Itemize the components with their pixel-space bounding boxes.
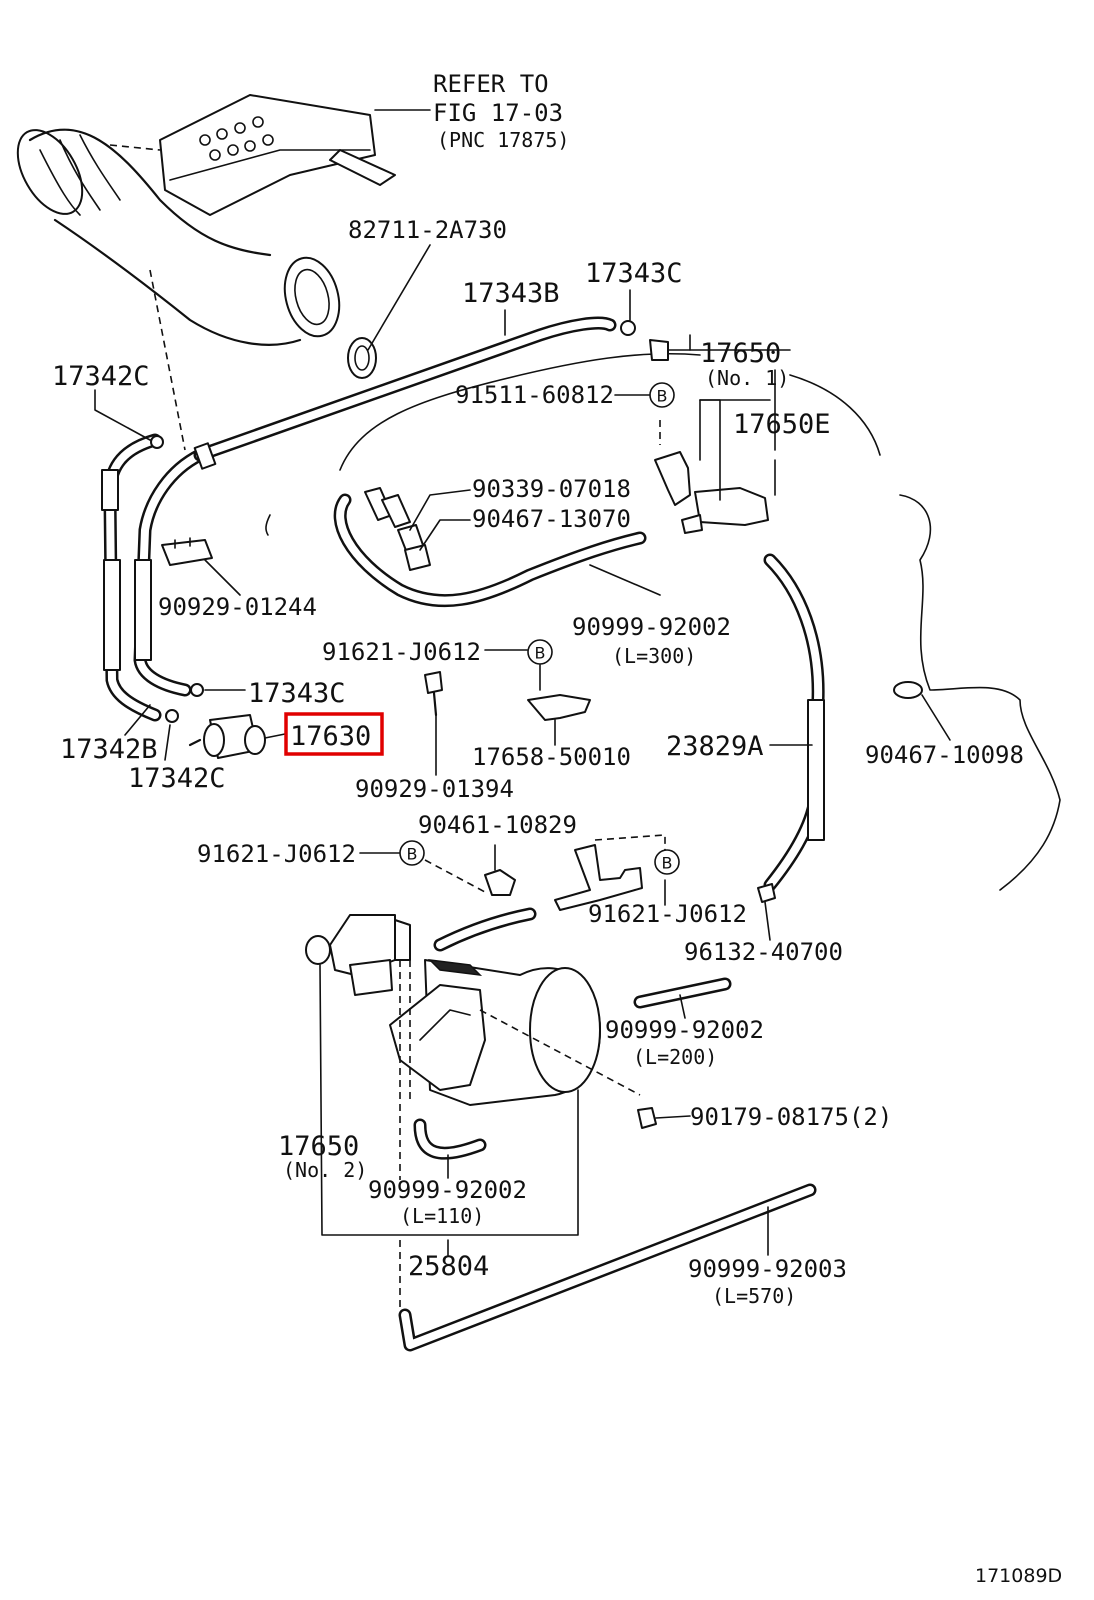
label-82711-2a730: 82711-2A730 (348, 216, 507, 244)
label-17343b: 17343B (462, 278, 560, 309)
label-17343c-mid: 17343C (248, 678, 346, 709)
bracket-90929-01244 (161, 537, 241, 596)
label-91621-j0612-a: 91621-J0612 (322, 638, 481, 666)
highlight-box-17630 (284, 712, 384, 756)
label-17343c-top: 17343C (585, 258, 683, 289)
label-17650-no2: (No. 2) (283, 1158, 367, 1182)
label-90467-10098: 90467-10098 (865, 741, 1024, 769)
clip-90467-10098 (893, 681, 951, 741)
clamp-90339-90467 (364, 487, 471, 571)
figure-number: 171089D (975, 1565, 1062, 1587)
vsv-17650-no1 (649, 334, 791, 534)
label-17650: 17650 (700, 338, 781, 369)
label-90999-92002-l110-len: (L=110) (400, 1204, 484, 1228)
hose-90999-l110 (413, 1118, 487, 1179)
hose-90999-l200 (633, 977, 732, 1019)
callout-b-2-letter: B (535, 644, 546, 663)
callout-b-4-letter: B (662, 854, 673, 873)
dashed-leaders (399, 960, 641, 1310)
hose-90999-l300 (333, 493, 661, 608)
label-90999-92002-l200-len: (L=200) (633, 1045, 717, 1069)
hose-23829a (757, 553, 825, 941)
label-90999-92003-l570-len: (L=570) (712, 1284, 796, 1308)
label-90929-01394: 90929-01394 (355, 775, 514, 803)
label-90999-92002-l200: 90999-92002 (605, 1016, 764, 1044)
callout-b-1-letter: B (657, 387, 668, 406)
callout-b-3-letter: B (407, 845, 418, 864)
part-labels: REFER TO FIG 17-03 (PNC 17875) 82711-2A7… (52, 70, 1062, 1587)
air-cleaner-lid (109, 94, 396, 451)
label-90999-92002-l110: 90999-92002 (368, 1176, 527, 1204)
label-17650e: 17650E (733, 409, 831, 440)
callout-b-3: B (399, 840, 425, 866)
label-17342c-bot: 17342C (128, 763, 226, 794)
refer-note-line1: REFER TO (433, 70, 549, 98)
refer-note-line2: FIG 17-03 (433, 99, 563, 127)
label-17658-50010: 17658-50010 (472, 743, 631, 771)
label-91621-j0612-c: 91621-J0612 (588, 900, 747, 928)
callout-b-4: B (654, 849, 680, 875)
label-90929-01244: 90929-01244 (158, 593, 317, 621)
label-17342c-top: 17342C (52, 361, 150, 392)
clip-90179 (637, 1107, 691, 1129)
air-intake-duct (16, 128, 341, 346)
hose-90999-l570 (398, 1183, 817, 1352)
label-17630: 17630 (290, 721, 371, 752)
callout-b-2: B (527, 639, 553, 665)
bracket-17658 (527, 664, 591, 746)
bolt-90929-01394 (424, 671, 443, 776)
label-91621-j0612-b: 91621-J0612 (197, 840, 356, 868)
refer-note-line3: (PNC 17875) (437, 128, 569, 152)
vsv-17630 (188, 714, 286, 759)
label-23829a: 23829A (666, 731, 764, 762)
label-90999-92002-l300-len: (L=300) (612, 644, 696, 668)
grommet-82711 (347, 244, 431, 379)
label-90461-10829: 90461-10829 (418, 811, 577, 839)
label-90467-13070: 90467-13070 (472, 505, 631, 533)
hose-clips (150, 320, 636, 723)
callout-b-1: B (649, 382, 675, 408)
label-17650-2: 17650 (278, 1131, 359, 1162)
label-90339-07018: 90339-07018 (472, 475, 631, 503)
label-17650-no1: (No. 1) (705, 366, 789, 390)
vacuum-hoses-left (101, 433, 207, 722)
vacuum-tube-17343b (193, 316, 617, 470)
label-91511-60812: 91511-60812 (455, 381, 614, 409)
label-90999-92003-l570: 90999-92003 (688, 1255, 847, 1283)
label-90999-92002-l300: 90999-92002 (572, 613, 731, 641)
leader-lines (94, 109, 776, 854)
brackets-middle (424, 834, 666, 952)
label-25804: 25804 (408, 1251, 489, 1282)
label-96132-40700: 96132-40700 (684, 938, 843, 966)
label-17342b: 17342B (60, 734, 158, 765)
engine-outline (265, 352, 1061, 891)
label-90179-08175: 90179-08175(2) (690, 1103, 892, 1131)
charcoal-canister (389, 958, 601, 1106)
